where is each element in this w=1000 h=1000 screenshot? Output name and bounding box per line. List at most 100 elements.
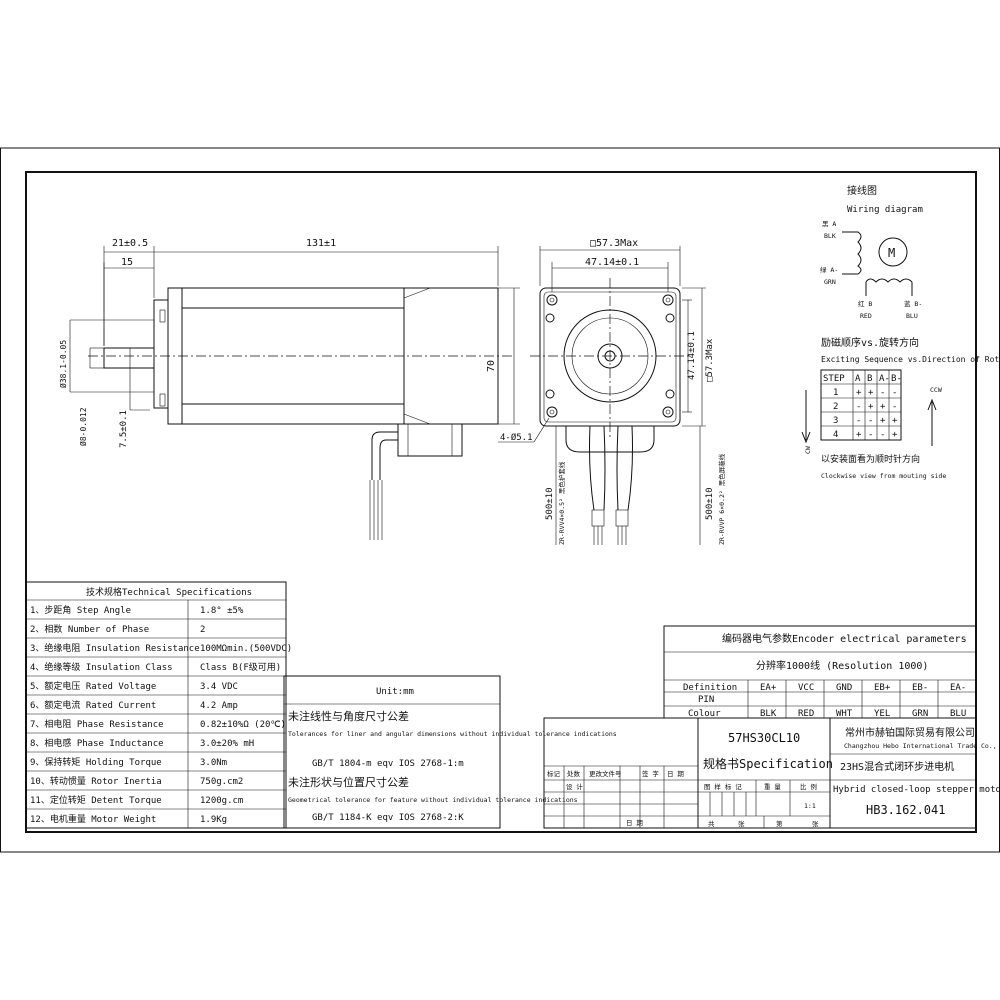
cable2-length: 500±10	[705, 487, 715, 520]
scale-value: 1:1	[804, 802, 816, 810]
rev-h4: 日 期	[667, 770, 684, 778]
tech-label: 5、额定电压 Rated Voltage	[30, 680, 156, 692]
seq-cell: +	[880, 402, 886, 412]
encoder-definition: EB-	[912, 683, 928, 693]
cw-label: CW	[804, 446, 812, 454]
sheets-1: 张	[738, 819, 745, 828]
encoder-definition: EB+	[874, 683, 891, 693]
seq-cell: -	[868, 430, 873, 440]
tech-value: 3.0Nm	[200, 758, 227, 768]
tech-value: 0.82±10%Ω (20℃)	[200, 720, 286, 730]
wire-bm-en: BLU	[906, 312, 918, 320]
seq-header-2: B	[867, 374, 872, 384]
seq-header-3: A-	[879, 374, 890, 384]
sequence-note-cn: 以安装面看为顺时针方向	[821, 453, 920, 465]
wiring-title-cn: 接线图	[847, 184, 877, 197]
spec-label: 规格书Specification	[703, 756, 833, 771]
model-number: 57HS30CL10	[728, 731, 800, 745]
seq-cell: -	[868, 416, 873, 426]
encoder-title: 编码器电气参数Encoder electrical parameters	[722, 632, 967, 645]
seq-header-4: B-	[891, 374, 902, 384]
tech-label: 1、步距角 Step Angle	[30, 604, 131, 616]
encoder-definition-label: Definition	[683, 683, 737, 693]
cable1-length: 500±10	[545, 487, 555, 520]
tech-label: 12、电机重量 Motor Weight	[30, 813, 156, 825]
sequence-title-en: Exciting Sequence vs.Direction of Rotati…	[821, 355, 1000, 364]
dim-holes: 4-Ø5.1	[500, 432, 533, 443]
company-en: Changzhou Hebo International Trade Co., …	[844, 742, 1000, 750]
sequence-note-en: Clockwise view from mouting side	[821, 472, 946, 480]
tech-label: 3、绝缘电阻 Insulation Resistance	[30, 642, 200, 654]
encoder-resolution: 分辨率1000线 (Resolution 1000)	[756, 659, 928, 672]
tolerance-s2: GB/T 1184-K eqv IOS 2768-2:K	[312, 813, 464, 823]
design-label: 设 计	[566, 782, 583, 791]
tolerance-h1: 未注线性与角度尺寸公差	[288, 709, 409, 723]
motor-symbol: M	[888, 246, 895, 260]
side-view	[69, 246, 520, 540]
product-en: Hybrid closed-loop stepper motor	[833, 785, 1000, 795]
rev-h0: 标记	[547, 769, 561, 778]
tech-value: 1.8° ±5%	[200, 606, 244, 616]
sheets-0: 共	[708, 819, 715, 828]
dim-47-14-vertical: 47.14±0.1	[687, 331, 697, 380]
inner-frame	[25, 171, 977, 833]
tech-value: 3.0±20% mH	[200, 739, 254, 749]
company-cn: 常州市赫铂国际贸易有限公司	[845, 726, 975, 739]
encoder-definition: EA-	[950, 683, 966, 693]
seq-cell: -	[880, 388, 885, 398]
product-cn: 23HS混合式闭环步进电机	[840, 760, 954, 773]
seq-cell: +	[856, 388, 862, 398]
encoder-definition: EA+	[760, 683, 777, 693]
cable2-desc: ZR-RVVP 6×0.2² 黑色屏蔽线	[717, 453, 726, 545]
tech-value: 1.9Kg	[200, 815, 227, 825]
front-view	[498, 246, 706, 545]
encoder-colour: GRN	[912, 709, 928, 719]
tolerance-h2: 未注形状与位置尺寸公差	[288, 775, 409, 789]
encoder-colour-label: Colour	[688, 709, 721, 719]
tech-value: 1200g.cm	[200, 796, 243, 806]
tech-label: 2、相数 Number of Phase	[30, 623, 149, 635]
tech-value: 750g.cm2	[200, 777, 243, 787]
tech-label: 7、相电阻 Phase Resistance	[30, 718, 164, 730]
seq-header-0: STEP	[823, 374, 845, 384]
dim-15: 15	[121, 257, 133, 268]
encoder-colour: RED	[798, 709, 814, 719]
tech-value: 2	[200, 625, 205, 635]
dim-47-14: 47.14±0.1	[585, 257, 639, 268]
title-block	[543, 717, 977, 829]
wire-am-en: GRN	[824, 278, 836, 286]
dim-38: Ø38.1-0.05	[58, 340, 68, 388]
seq-cell: -	[892, 402, 897, 412]
wire-b-en: RED	[860, 312, 872, 320]
dim-21: 21±0.5	[112, 238, 148, 249]
rev-h1: 处数	[567, 769, 581, 778]
tech-label: 4、绝缘等级 Insulation Class	[30, 661, 173, 673]
seq-cell: +	[868, 402, 874, 412]
seq-cell: 4	[833, 430, 838, 440]
stage-h2: 比 例	[800, 782, 817, 791]
tolerance-box	[283, 675, 501, 829]
encoder-colour: YEL	[874, 709, 890, 719]
sheets-2: 第	[776, 819, 783, 828]
encoder-colour: BLK	[760, 709, 777, 719]
seq-cell: +	[892, 430, 898, 440]
wire-a-cn: 黑 A	[822, 220, 836, 228]
seq-cell: +	[880, 416, 886, 426]
encoder-pin-label: PIN	[698, 695, 714, 705]
seq-cell: +	[868, 388, 874, 398]
wire-a-en: BLK	[824, 232, 836, 240]
stage-h1: 重 量	[764, 783, 781, 791]
wiring-diagram	[842, 231, 913, 296]
rotation-arrows	[801, 390, 937, 446]
dim-57-3-max-vertical: □57.3Max	[705, 338, 715, 382]
sheets-3: 张	[812, 819, 819, 828]
dim-8: Ø8-0.012	[78, 407, 88, 446]
tech-label: 10、转动惯量 Rotor Inertia	[30, 775, 162, 787]
stage-h0: 图 样 标 记	[704, 782, 742, 791]
seq-cell: 1	[833, 388, 838, 398]
tech-label: 6、额定电流 Rated Current	[30, 699, 156, 711]
tech-value: Class B(F级可用)	[200, 661, 281, 673]
drawing-number: HB3.162.041	[866, 803, 945, 817]
